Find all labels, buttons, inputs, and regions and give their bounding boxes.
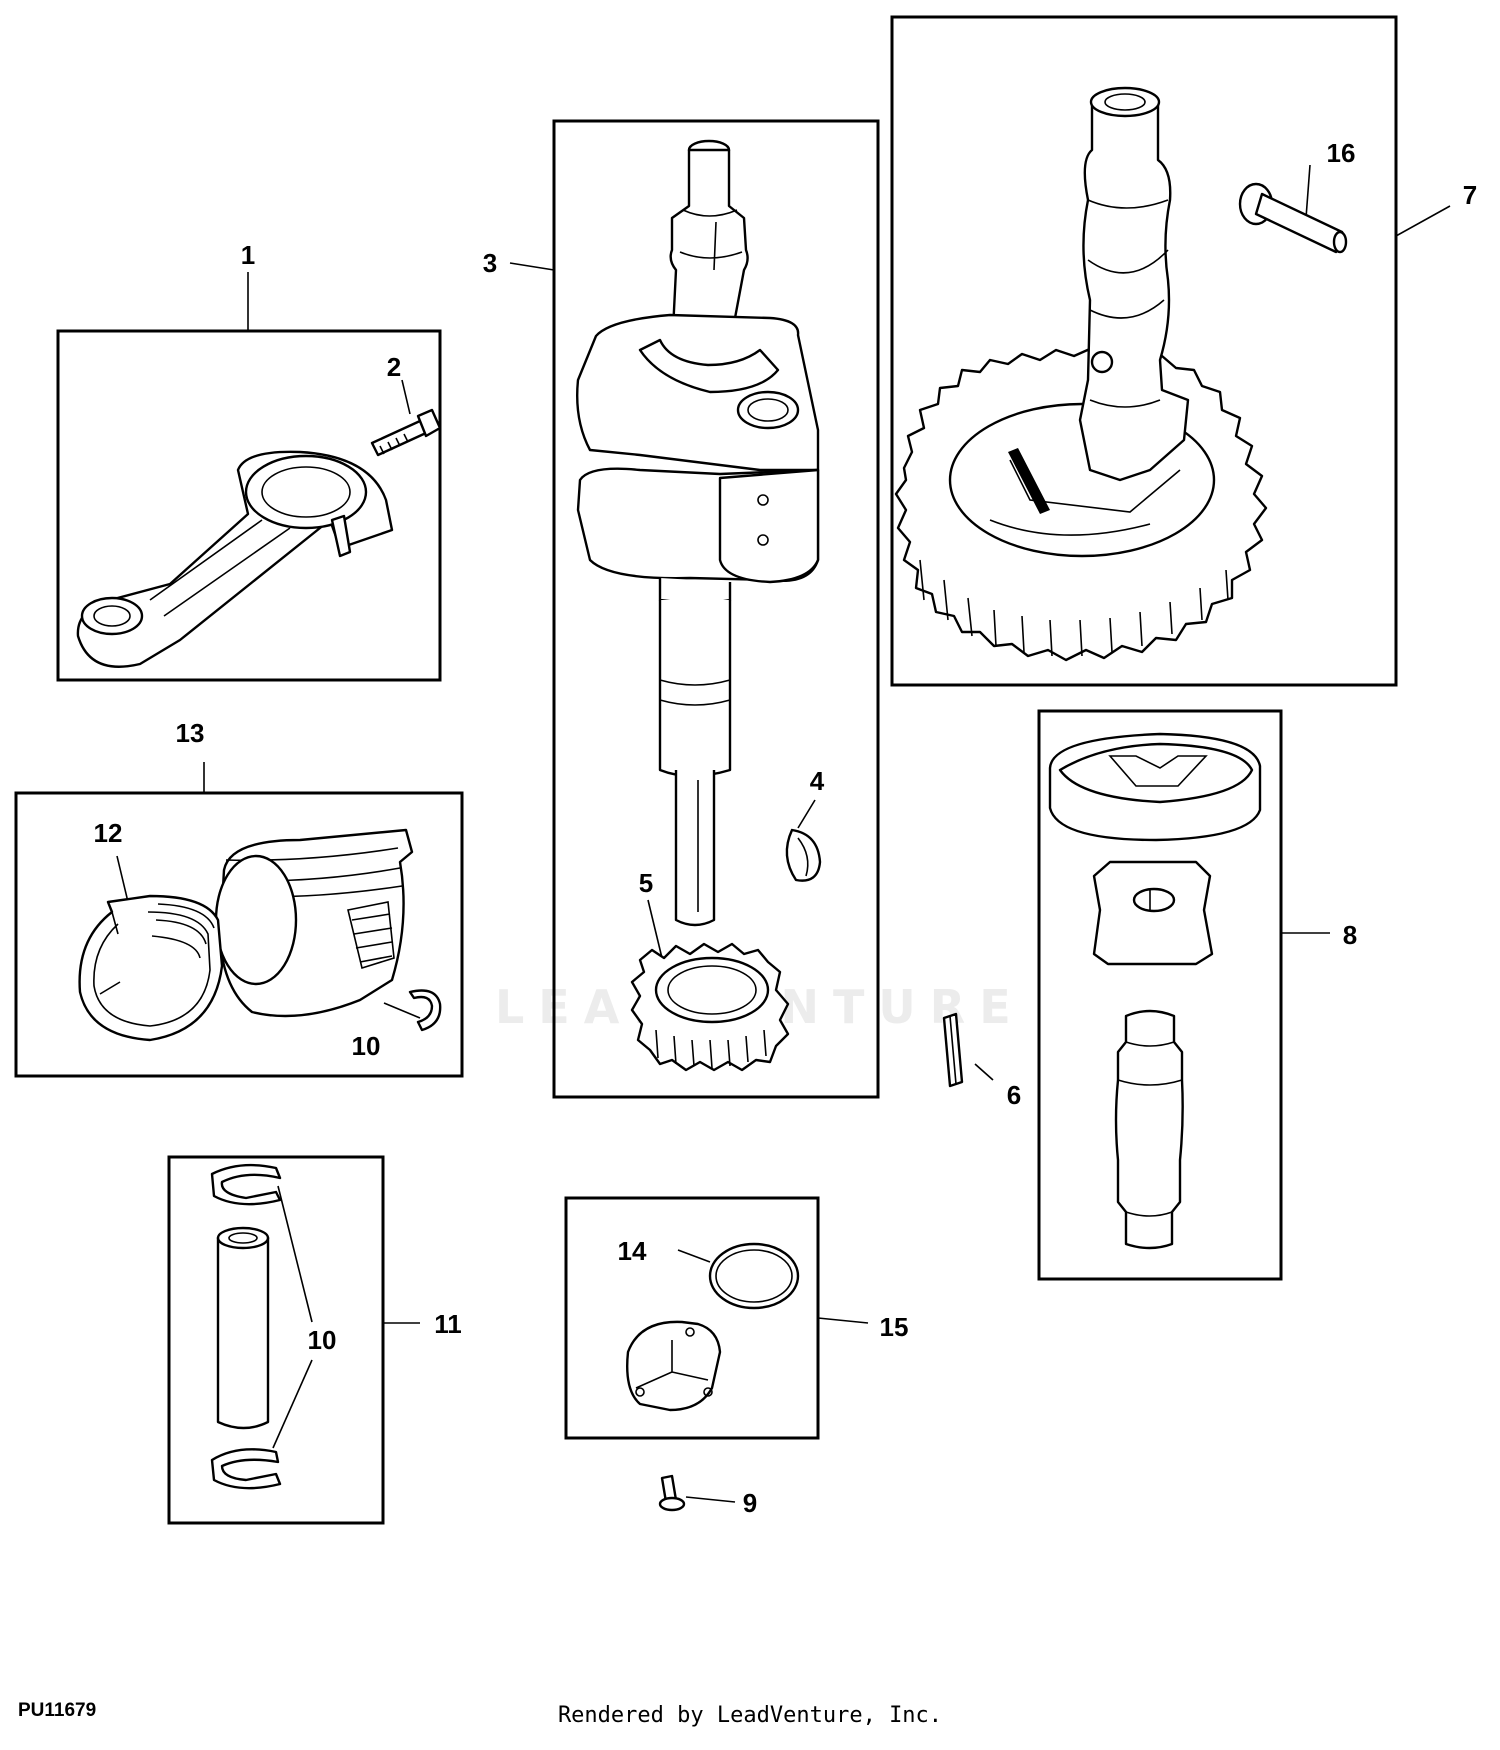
callout-8: 8 [1343, 920, 1357, 950]
callout-14: 14 [618, 1236, 647, 1266]
leader-12 [116, 855, 129, 903]
box-piston [14, 791, 464, 1078]
box-oil-pump [1037, 709, 1283, 1281]
callout-4: 4 [810, 766, 825, 796]
piston-clip-part [408, 989, 442, 1032]
render-credit: Rendered by LeadVenture, Inc. [557, 1703, 943, 1728]
leader-6 [974, 1063, 994, 1081]
callout-9: 9 [743, 1488, 757, 1518]
callout-13: 13 [176, 718, 205, 748]
callout-12: 12 [94, 818, 123, 848]
leader-4 [797, 799, 816, 829]
leader-9 [685, 1496, 736, 1503]
callout-6: 6 [1007, 1080, 1021, 1110]
box-connecting-rod [56, 329, 442, 682]
connecting-rod-part [76, 450, 394, 668]
leader-2 [401, 379, 411, 415]
dowel-pin-part [1238, 182, 1348, 254]
drawing-id: PU11679 [18, 1700, 97, 1721]
leader-3 [509, 262, 555, 271]
leader-5 [647, 899, 663, 959]
callout-16: 16 [1327, 138, 1356, 168]
callout-2: 2 [387, 352, 401, 382]
square-key-part [942, 1012, 964, 1088]
box-crankshaft [552, 119, 880, 1099]
pickup-seal-part [708, 1242, 800, 1310]
callout-15: 15 [880, 1312, 909, 1342]
callout-3: 3 [483, 248, 497, 278]
leader-10b-bottom [272, 1359, 313, 1449]
callout-5: 5 [639, 868, 653, 898]
leader-16 [1305, 164, 1311, 219]
crankshaft-gear-part [630, 942, 790, 1072]
callout-11: 11 [434, 1309, 462, 1339]
leader-15 [817, 1317, 869, 1324]
callout-10-pin: 10 [308, 1325, 337, 1355]
leader-10b-top [277, 1185, 313, 1323]
leader-14 [677, 1249, 711, 1263]
callout-7: 7 [1463, 180, 1477, 210]
leader-10a [383, 1002, 421, 1019]
callout-10-piston: 10 [352, 1031, 381, 1061]
screw-part [658, 1474, 686, 1512]
box-camshaft [890, 15, 1398, 687]
callout-1: 1 [241, 240, 255, 270]
camshaft-part [894, 86, 1268, 662]
crankshaft-part [576, 139, 820, 927]
rod-bolt-part [370, 408, 442, 457]
pickup-cover-part [626, 1320, 722, 1412]
woodruff-key-part [785, 828, 822, 882]
box-piston-pin [167, 1155, 385, 1525]
piston-part [214, 828, 414, 1018]
piston-pin-clips-part [210, 1163, 282, 1490]
oil-pump-part [1048, 732, 1262, 1250]
piston-rings-part [78, 894, 224, 1042]
leader-7 [1395, 205, 1451, 237]
